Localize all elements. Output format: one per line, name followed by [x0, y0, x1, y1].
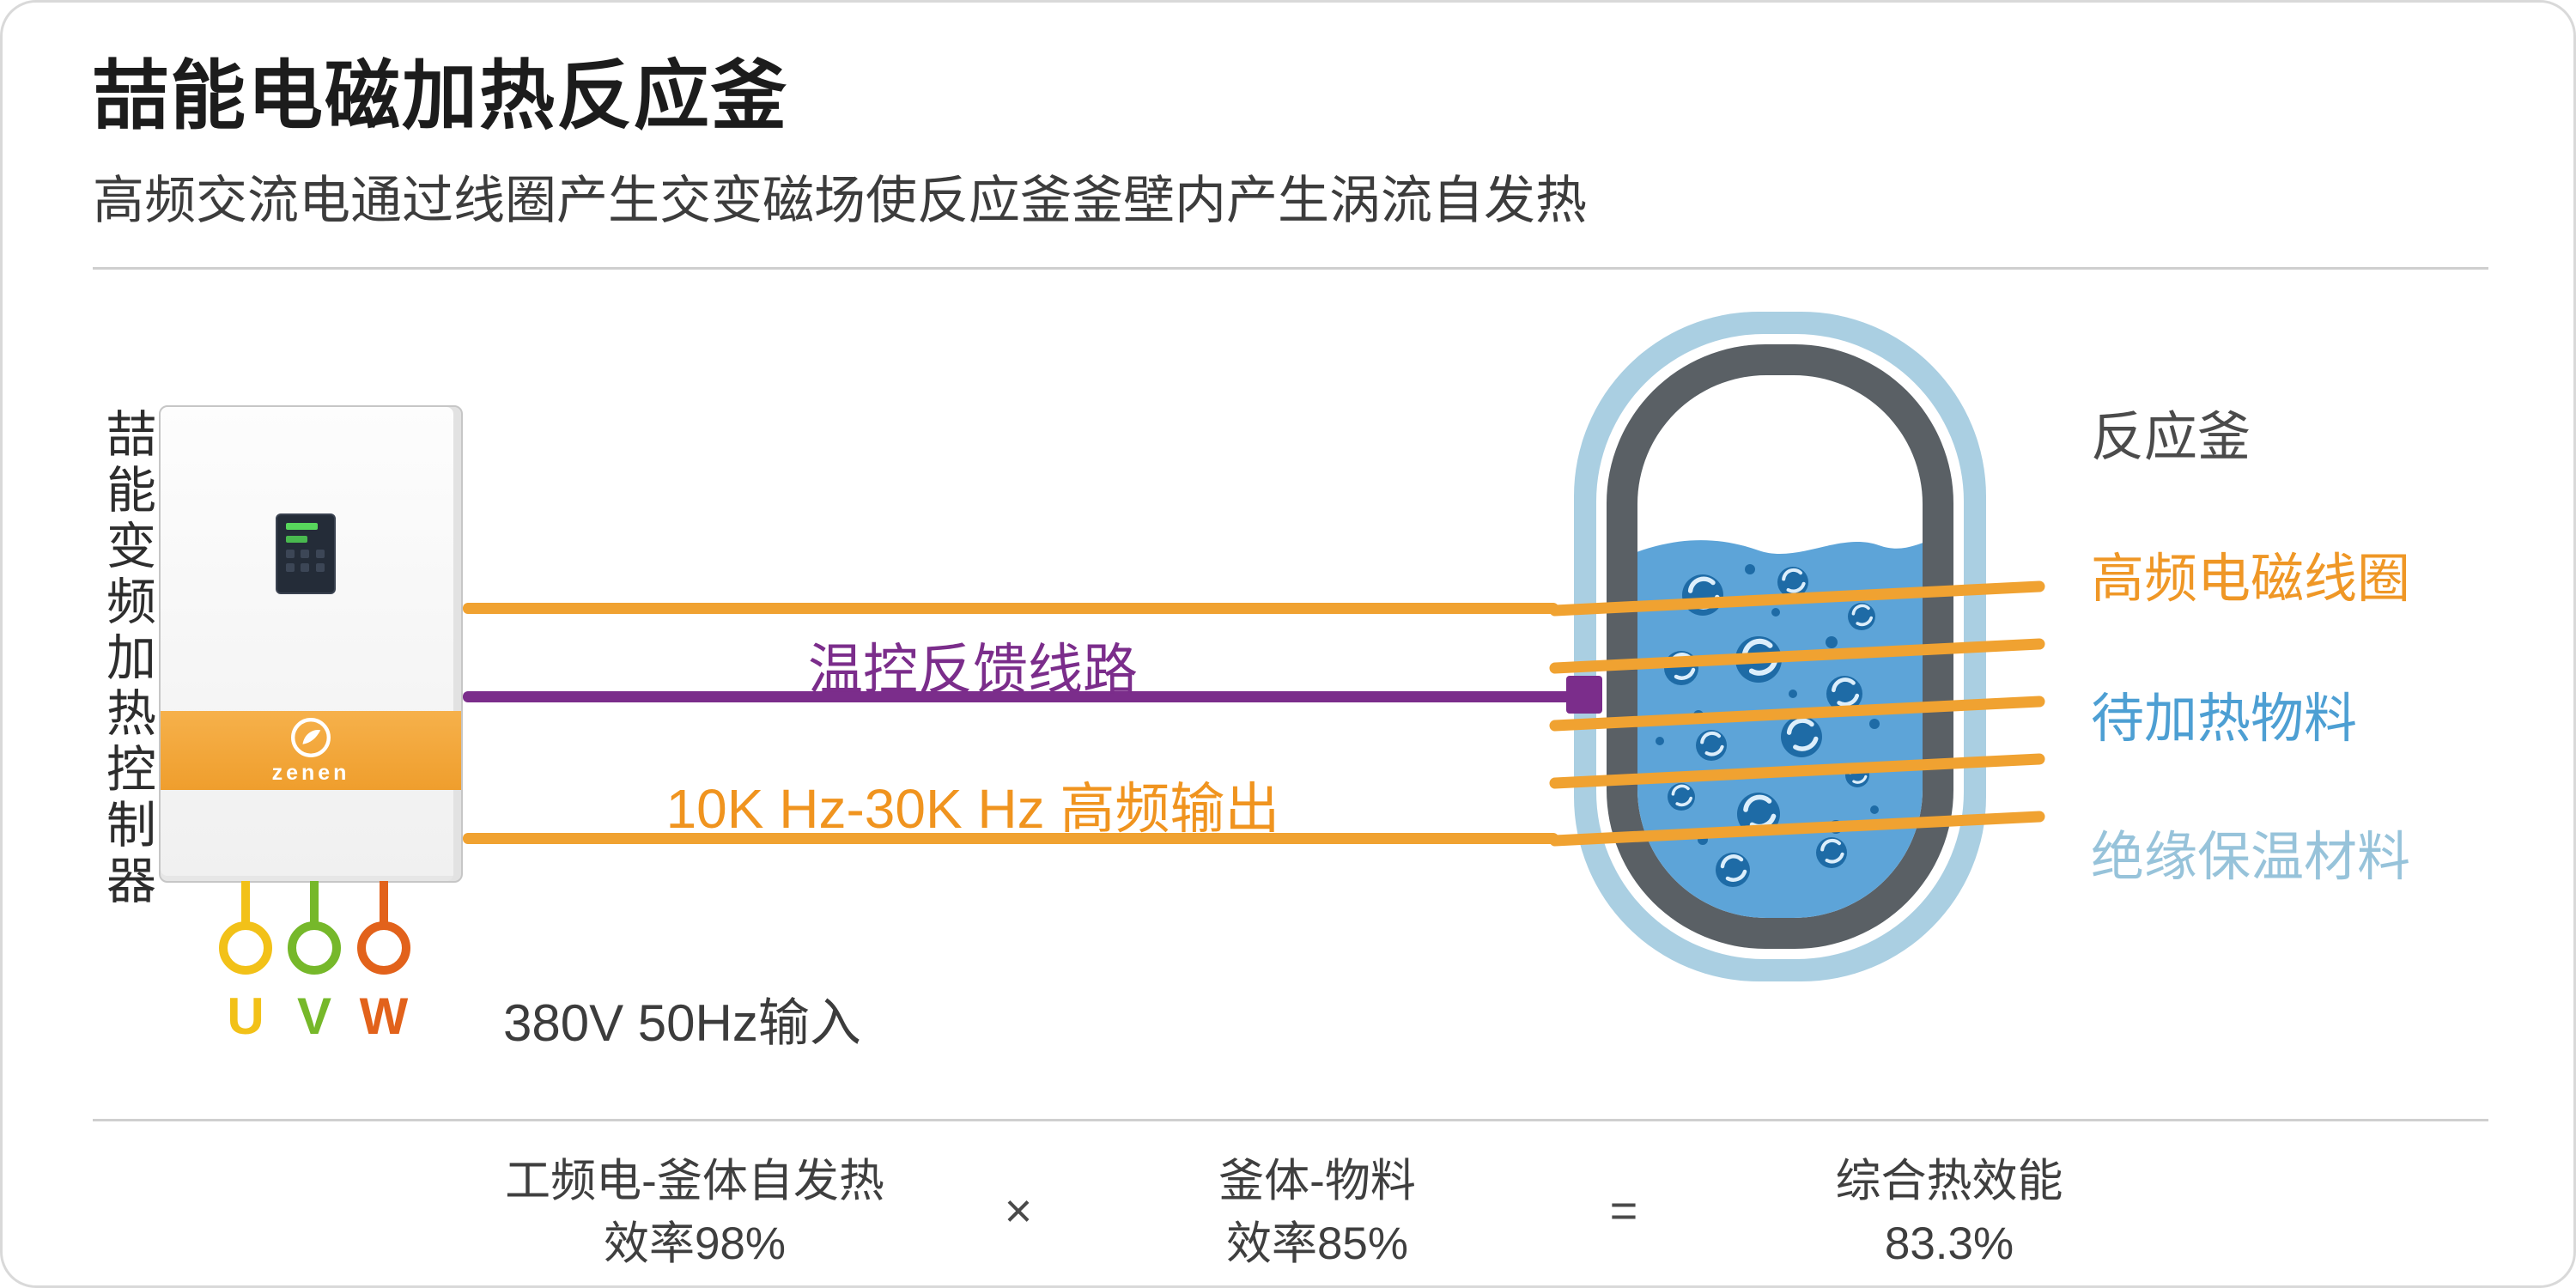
formula-factor2: 釜体-物料 效率85%: [1051, 1150, 1583, 1275]
multiply-operator: ×: [1004, 1183, 1033, 1237]
feedback-line-label: 温控反馈线路: [808, 639, 1138, 701]
legend-material: 待加热物料: [2091, 690, 2358, 749]
formula-result-line2: 83.3%: [1884, 1218, 2014, 1270]
legend-insulation: 绝缘保温材料: [2091, 828, 2411, 887]
legend-coil: 高频电磁线圈: [2091, 550, 2411, 609]
formula-factor1-line1: 工频电-釜体自发热: [505, 1156, 884, 1206]
top-divider: [93, 267, 2488, 270]
mains-input-label: 380V 50Hz输入: [503, 994, 861, 1052]
coil-supply-line-bottom: [463, 833, 1558, 844]
equals-operator: =: [1609, 1183, 1638, 1237]
controller-screen: [276, 513, 336, 594]
phase-wire-w-icon: [357, 881, 410, 975]
page-title: 喆能电磁加热反应釜: [93, 53, 789, 138]
screen-readout-bar: [286, 536, 308, 543]
controller-side-label: 喆能变频加热控制器: [99, 408, 155, 910]
bottom-divider: [93, 1119, 2488, 1121]
formula-result-line1: 综合热效能: [1835, 1156, 2063, 1206]
phase-letter-v: V: [296, 987, 332, 1045]
controller-device: zenen: [159, 405, 463, 883]
brand-band: zenen: [161, 711, 461, 790]
formula-result: 综合热效能 83.3%: [1683, 1150, 2215, 1275]
formula-factor1: 工频电-釜体自发热 效率98%: [428, 1150, 961, 1275]
brand-name: zenen: [271, 761, 350, 785]
feedback-line: [463, 691, 1572, 702]
page-subtitle: 高频交流电通过线圈产生交变磁场使反应釜釜壁内产生涡流自发热: [93, 172, 1587, 229]
coil-supply-line-top: [463, 603, 1558, 614]
formula-factor2-line1: 釜体-物料: [1218, 1156, 1416, 1206]
phase-wire-v-icon: [288, 881, 341, 975]
phase-wires-icon: [219, 881, 410, 975]
brand-logo-icon: [291, 718, 331, 757]
formula-factor1-line2: 效率98%: [603, 1218, 787, 1270]
reactor-vessel-icon: [1574, 312, 1986, 981]
hf-output-label: 10K Hz-30K Hz 高频输出: [665, 778, 1280, 840]
formula-factor2-line2: 效率85%: [1225, 1218, 1409, 1270]
induction-coil-icon: [1549, 580, 2045, 847]
phase-wire-u-icon: [219, 881, 272, 975]
temp-sensor-icon: [1566, 676, 1602, 714]
legend-reactor: 反应釜: [2091, 408, 2251, 467]
screen-readout-bar: [286, 523, 318, 530]
phase-letter-w: W: [359, 987, 409, 1045]
controller-keypad: [286, 550, 325, 572]
phase-letter-u: U: [227, 987, 264, 1045]
